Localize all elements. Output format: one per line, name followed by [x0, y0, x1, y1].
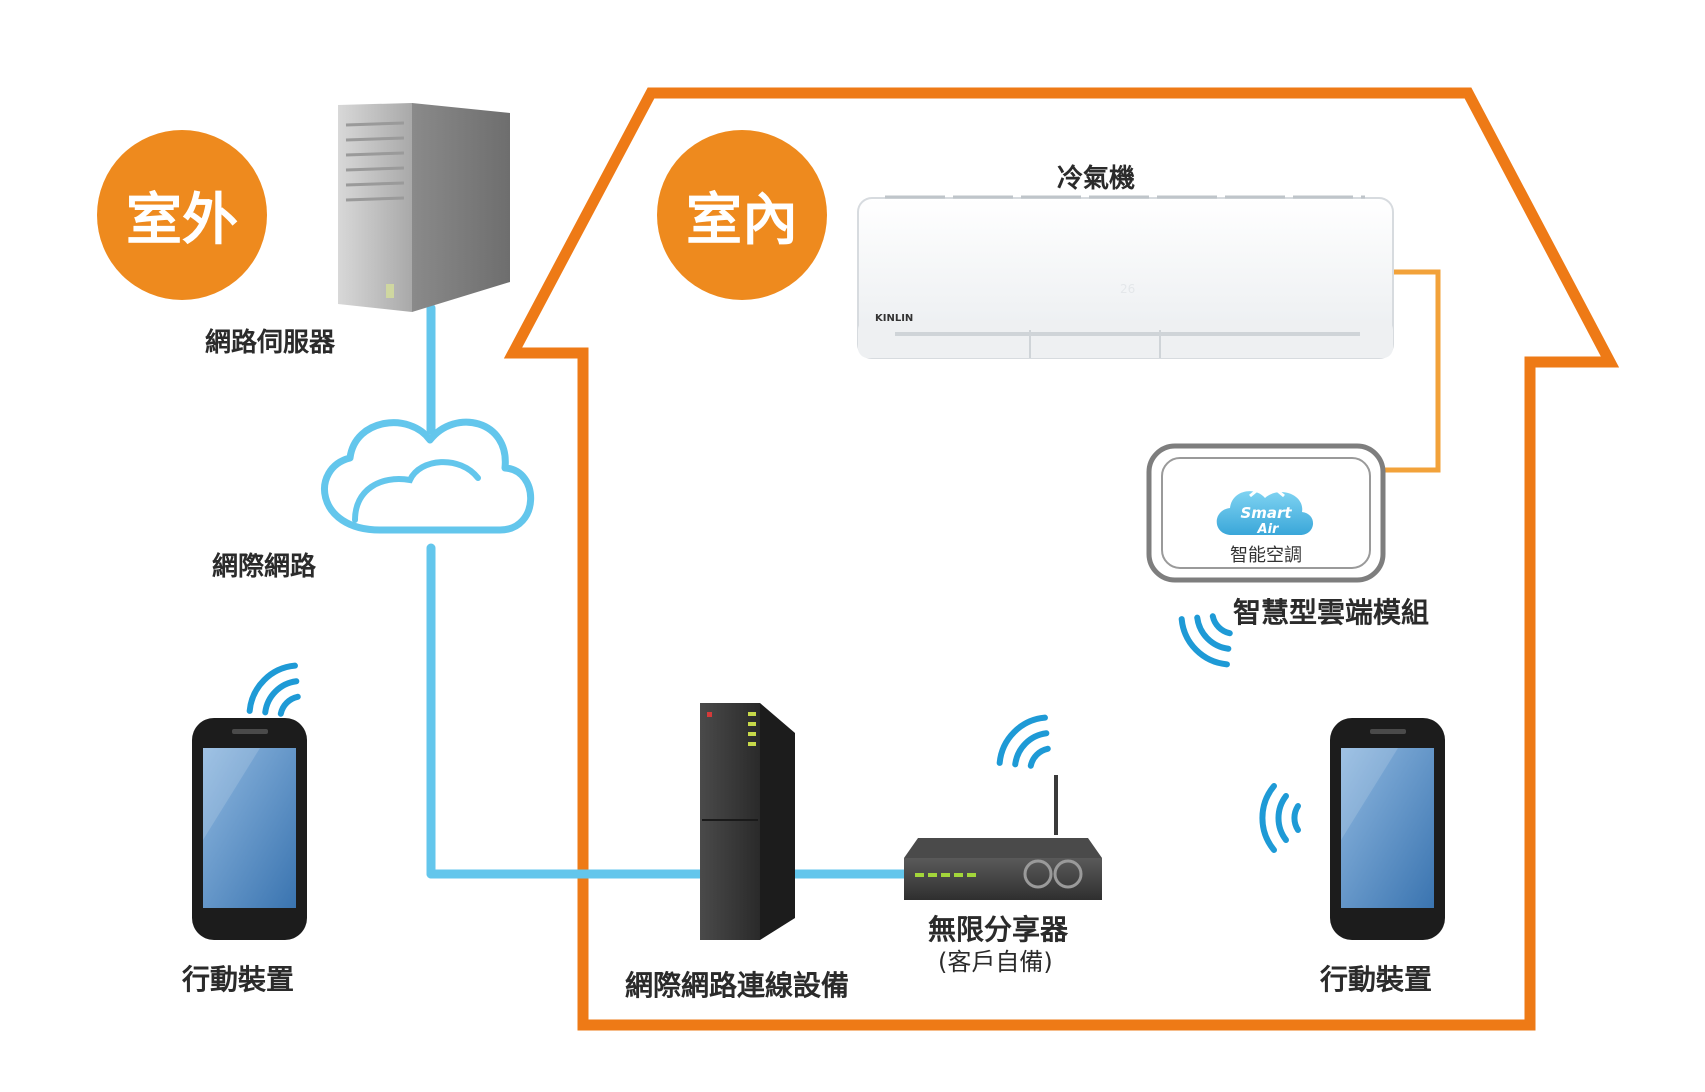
module-logo-line1: Smart: [1240, 504, 1292, 522]
wifi-signal-icon-router: [996, 714, 1051, 769]
server-tower-icon: [338, 103, 510, 312]
smartphone-icon-indoor: [1330, 718, 1445, 940]
cloud-module-label: 智慧型雲端模組: [1233, 596, 1430, 629]
module-caption: 智能空調: [1230, 545, 1302, 566]
house-outline: [503, 87, 1620, 1031]
ac-brand: KINLIN: [875, 313, 913, 324]
module-logo-line2: Air: [1257, 522, 1281, 537]
ac-module-wire: [1383, 269, 1441, 473]
smart-air-logo: Smart Air: [1216, 480, 1314, 537]
internet-label: 網際網路: [212, 552, 317, 582]
wireless-router-icon: [904, 775, 1102, 900]
air-conditioner-label: 冷氣機: [1057, 164, 1136, 194]
wifi-signal-icon-outdoor-phone: [246, 662, 301, 717]
isp-device-label: 網際網路連線設備: [625, 969, 850, 1002]
smartphone-icon-outdoor: [192, 718, 307, 940]
mobile-outdoor-label: 行動裝置: [182, 963, 295, 996]
air-conditioner-icon: KINLIN 26: [857, 195, 1394, 359]
smart-module-icon: Smart Air 智能空調: [1146, 443, 1386, 583]
indoor-zone-badge: 室內: [657, 130, 827, 300]
indoor-zone-label: 室內: [686, 187, 798, 253]
wifi-signal-icon-module: [1178, 613, 1233, 668]
wifi-signal-icon-indoor-phone: [1259, 783, 1301, 853]
mobile-indoor-label: 行動裝置: [1320, 963, 1433, 996]
server-label: 網路伺服器: [205, 328, 336, 358]
outdoor-zone-badge: 室外: [97, 130, 267, 300]
router-label: 無限分享器: [928, 913, 1069, 946]
network-links: [426, 303, 923, 879]
router-note-label: (客戶自備): [938, 948, 1053, 976]
modem-tower-icon: [700, 703, 795, 940]
cloud-icon: [321, 418, 535, 534]
outdoor-zone-label: 室外: [126, 187, 238, 253]
ac-display: 26: [1120, 282, 1135, 296]
